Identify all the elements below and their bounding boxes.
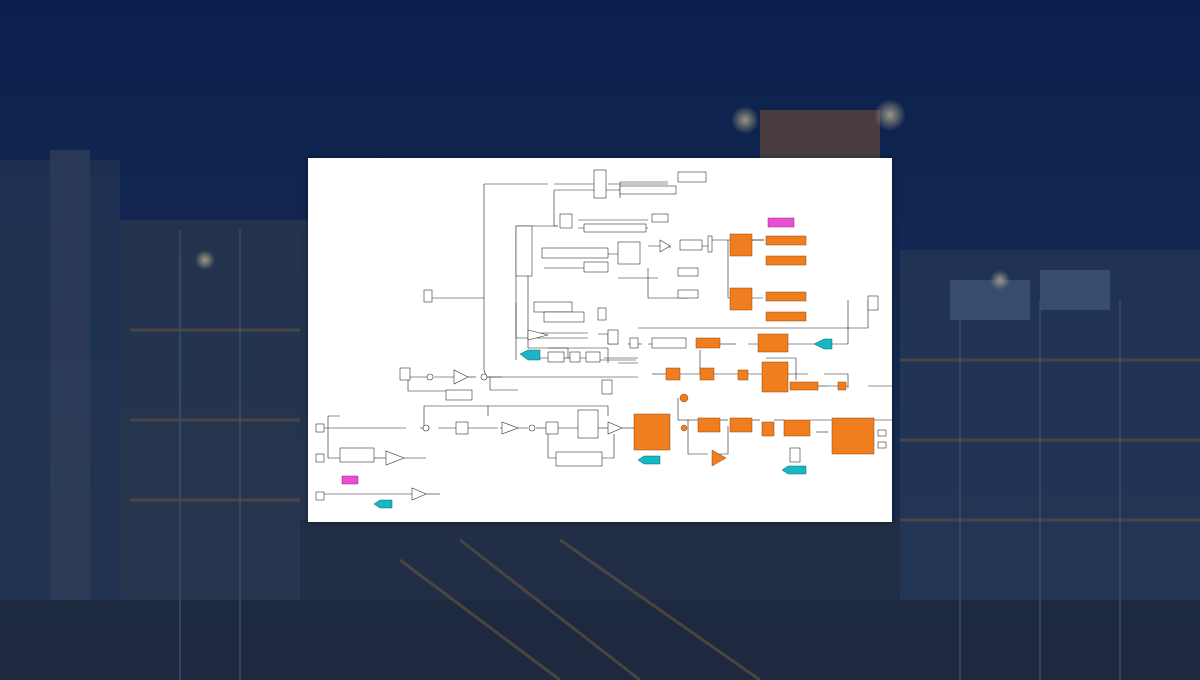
cpr-controller-block[interactable] xyxy=(730,234,752,256)
top-blocks xyxy=(516,170,712,298)
constant-block[interactable] xyxy=(678,172,706,182)
goto-tag[interactable] xyxy=(814,339,832,349)
min-max-block[interactable] xyxy=(560,214,572,228)
saturation-block[interactable] xyxy=(456,422,468,434)
gain-block[interactable] xyxy=(528,330,548,340)
simulink-diagram-panel xyxy=(308,158,892,522)
inport-tag[interactable] xyxy=(768,218,794,227)
lookup-table-block[interactable] xyxy=(618,242,640,264)
delay-block[interactable] xyxy=(700,368,714,380)
scope-block[interactable] xyxy=(424,290,432,302)
block-diagram xyxy=(308,158,892,522)
outport-block[interactable] xyxy=(878,430,886,436)
constant-block[interactable] xyxy=(678,268,698,276)
cpr-setpoint-block[interactable] xyxy=(766,236,806,245)
scope-block[interactable] xyxy=(868,296,878,310)
pi-controller-block[interactable] xyxy=(544,312,584,322)
inport-block[interactable] xyxy=(316,424,324,432)
saturation-block[interactable] xyxy=(546,422,558,434)
inport-block[interactable] xyxy=(316,454,324,462)
integrator-block[interactable] xyxy=(630,338,638,348)
sum-block[interactable] xyxy=(529,425,535,431)
constant-block[interactable] xyxy=(652,214,668,222)
saturation-block[interactable] xyxy=(608,330,618,344)
inport-block[interactable] xyxy=(316,492,324,500)
cpr-table-block[interactable] xyxy=(766,256,806,265)
subsystem-block[interactable] xyxy=(730,418,752,432)
min-max-block[interactable] xyxy=(578,410,598,438)
goto-tag[interactable] xyxy=(638,456,660,464)
subsystem-block[interactable] xyxy=(696,338,720,348)
goto-tag[interactable] xyxy=(374,500,392,508)
cpr-controller-block[interactable] xyxy=(730,288,752,310)
subsystem-block[interactable] xyxy=(666,368,680,380)
sum-block[interactable] xyxy=(427,374,433,380)
cpr-setpoint-block[interactable] xyxy=(766,292,806,301)
ttwo-fcn-block[interactable] xyxy=(584,224,646,232)
inport-tag[interactable] xyxy=(342,476,358,484)
subsystem-block[interactable] xyxy=(790,382,818,390)
gain-block[interactable] xyxy=(412,488,426,500)
pid-block[interactable] xyxy=(758,334,788,352)
sum-block[interactable] xyxy=(423,425,429,431)
bottom-blocks xyxy=(316,308,886,508)
goto-tag[interactable] xyxy=(782,466,806,474)
cpr-controllers xyxy=(730,218,806,321)
constant-block[interactable] xyxy=(584,262,608,272)
mux-block[interactable] xyxy=(516,226,532,276)
fcn-block[interactable] xyxy=(534,302,572,312)
switch-block[interactable] xyxy=(594,170,606,198)
sum-block[interactable] xyxy=(481,374,487,380)
temp-calc-fcn-block[interactable] xyxy=(542,248,608,258)
turbine-block[interactable] xyxy=(832,418,874,454)
transfer-fcn-block[interactable] xyxy=(556,452,602,466)
fcn-block[interactable] xyxy=(620,186,676,194)
sum-block[interactable] xyxy=(680,394,688,402)
integrator-block[interactable] xyxy=(570,352,580,362)
compressor-block[interactable] xyxy=(784,420,810,436)
mid-blocks xyxy=(400,290,878,400)
min-max-block[interactable] xyxy=(548,352,564,362)
sum-block[interactable] xyxy=(681,425,687,431)
saturation-block[interactable] xyxy=(680,240,702,250)
plant-block[interactable] xyxy=(762,362,788,392)
gain-block[interactable] xyxy=(386,451,404,465)
from-block[interactable] xyxy=(598,308,606,320)
from-tag[interactable] xyxy=(520,350,540,360)
subsystem-block[interactable] xyxy=(698,418,720,432)
transfer-fcn-block[interactable] xyxy=(340,448,374,462)
scope-block[interactable] xyxy=(790,448,800,462)
gain-block[interactable] xyxy=(712,450,726,466)
gain-block[interactable] xyxy=(502,422,518,434)
constant-block[interactable] xyxy=(678,290,698,298)
transfer-fcn-block[interactable] xyxy=(446,390,472,400)
outport-block[interactable] xyxy=(878,442,886,448)
bus-bar xyxy=(708,236,712,252)
cpr-target-block[interactable] xyxy=(766,312,806,321)
integrator-block[interactable] xyxy=(400,368,410,380)
switch-block[interactable] xyxy=(838,382,846,390)
fcn-block[interactable] xyxy=(652,338,686,348)
switch-block[interactable] xyxy=(762,422,774,436)
scope-block[interactable] xyxy=(602,380,612,394)
gain-block[interactable] xyxy=(608,422,622,434)
gain-block[interactable] xyxy=(738,370,748,380)
gain-block[interactable] xyxy=(454,370,468,384)
gain-block[interactable] xyxy=(586,352,600,362)
gain-block[interactable] xyxy=(660,240,670,252)
engine-block[interactable] xyxy=(634,414,670,450)
